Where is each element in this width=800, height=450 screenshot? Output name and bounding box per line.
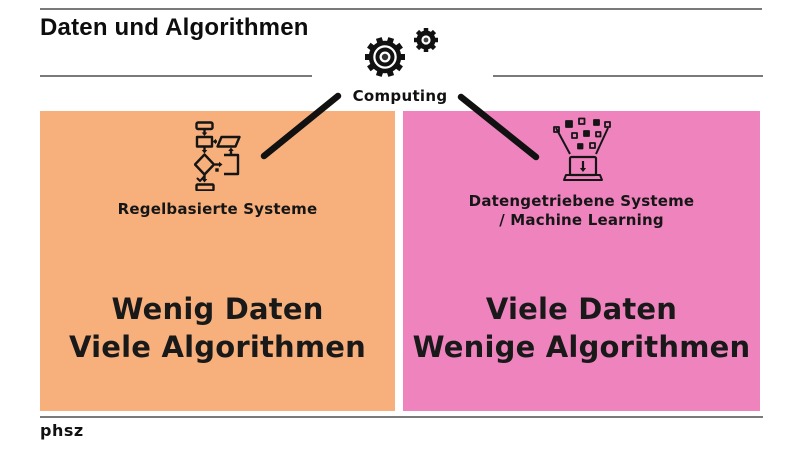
rule-based-label: Regelbasierte Systeme: [40, 200, 395, 219]
data-driven-label-line2: / Machine Learning: [499, 211, 664, 229]
data-driven-headline-line2: Wenige Algorithmen: [412, 330, 751, 364]
header-divider-left: [40, 75, 312, 77]
connector-line-right: [457, 93, 540, 161]
rule-based-headline-line2: Viele Algorithmen: [69, 330, 366, 364]
data-driven-headline-line1: Viele Daten: [485, 292, 678, 326]
rule-based-box: Regelbasierte Systeme Wenig Daten Viele …: [40, 111, 395, 411]
rule-based-headline: Wenig Daten Viele Algorithmen: [40, 290, 395, 366]
flowchart-icon: [40, 121, 395, 191]
gears-icon: [351, 19, 443, 83]
page-title: Daten und Algorithmen: [40, 14, 309, 41]
data-driven-headline: Viele Daten Wenige Algorithmen: [403, 290, 760, 366]
rule-based-headline-line1: Wenig Daten: [111, 292, 324, 326]
data-driven-label: Datengetriebene Systeme / Machine Learni…: [403, 192, 760, 230]
phsz-logo: phsz: [40, 421, 84, 440]
header-divider-right: [493, 75, 763, 77]
data-driven-box: Datengetriebene Systeme / Machine Learni…: [403, 111, 760, 411]
data-driven-label-line1: Datengetriebene Systeme: [468, 192, 695, 210]
computing-label: Computing: [352, 87, 448, 105]
data-funnel-laptop-icon: [403, 117, 760, 185]
top-divider: [40, 8, 762, 10]
footer-divider: [40, 416, 763, 418]
connector-line-left: [260, 92, 342, 160]
rule-based-label-text: Regelbasierte Systeme: [117, 200, 318, 218]
